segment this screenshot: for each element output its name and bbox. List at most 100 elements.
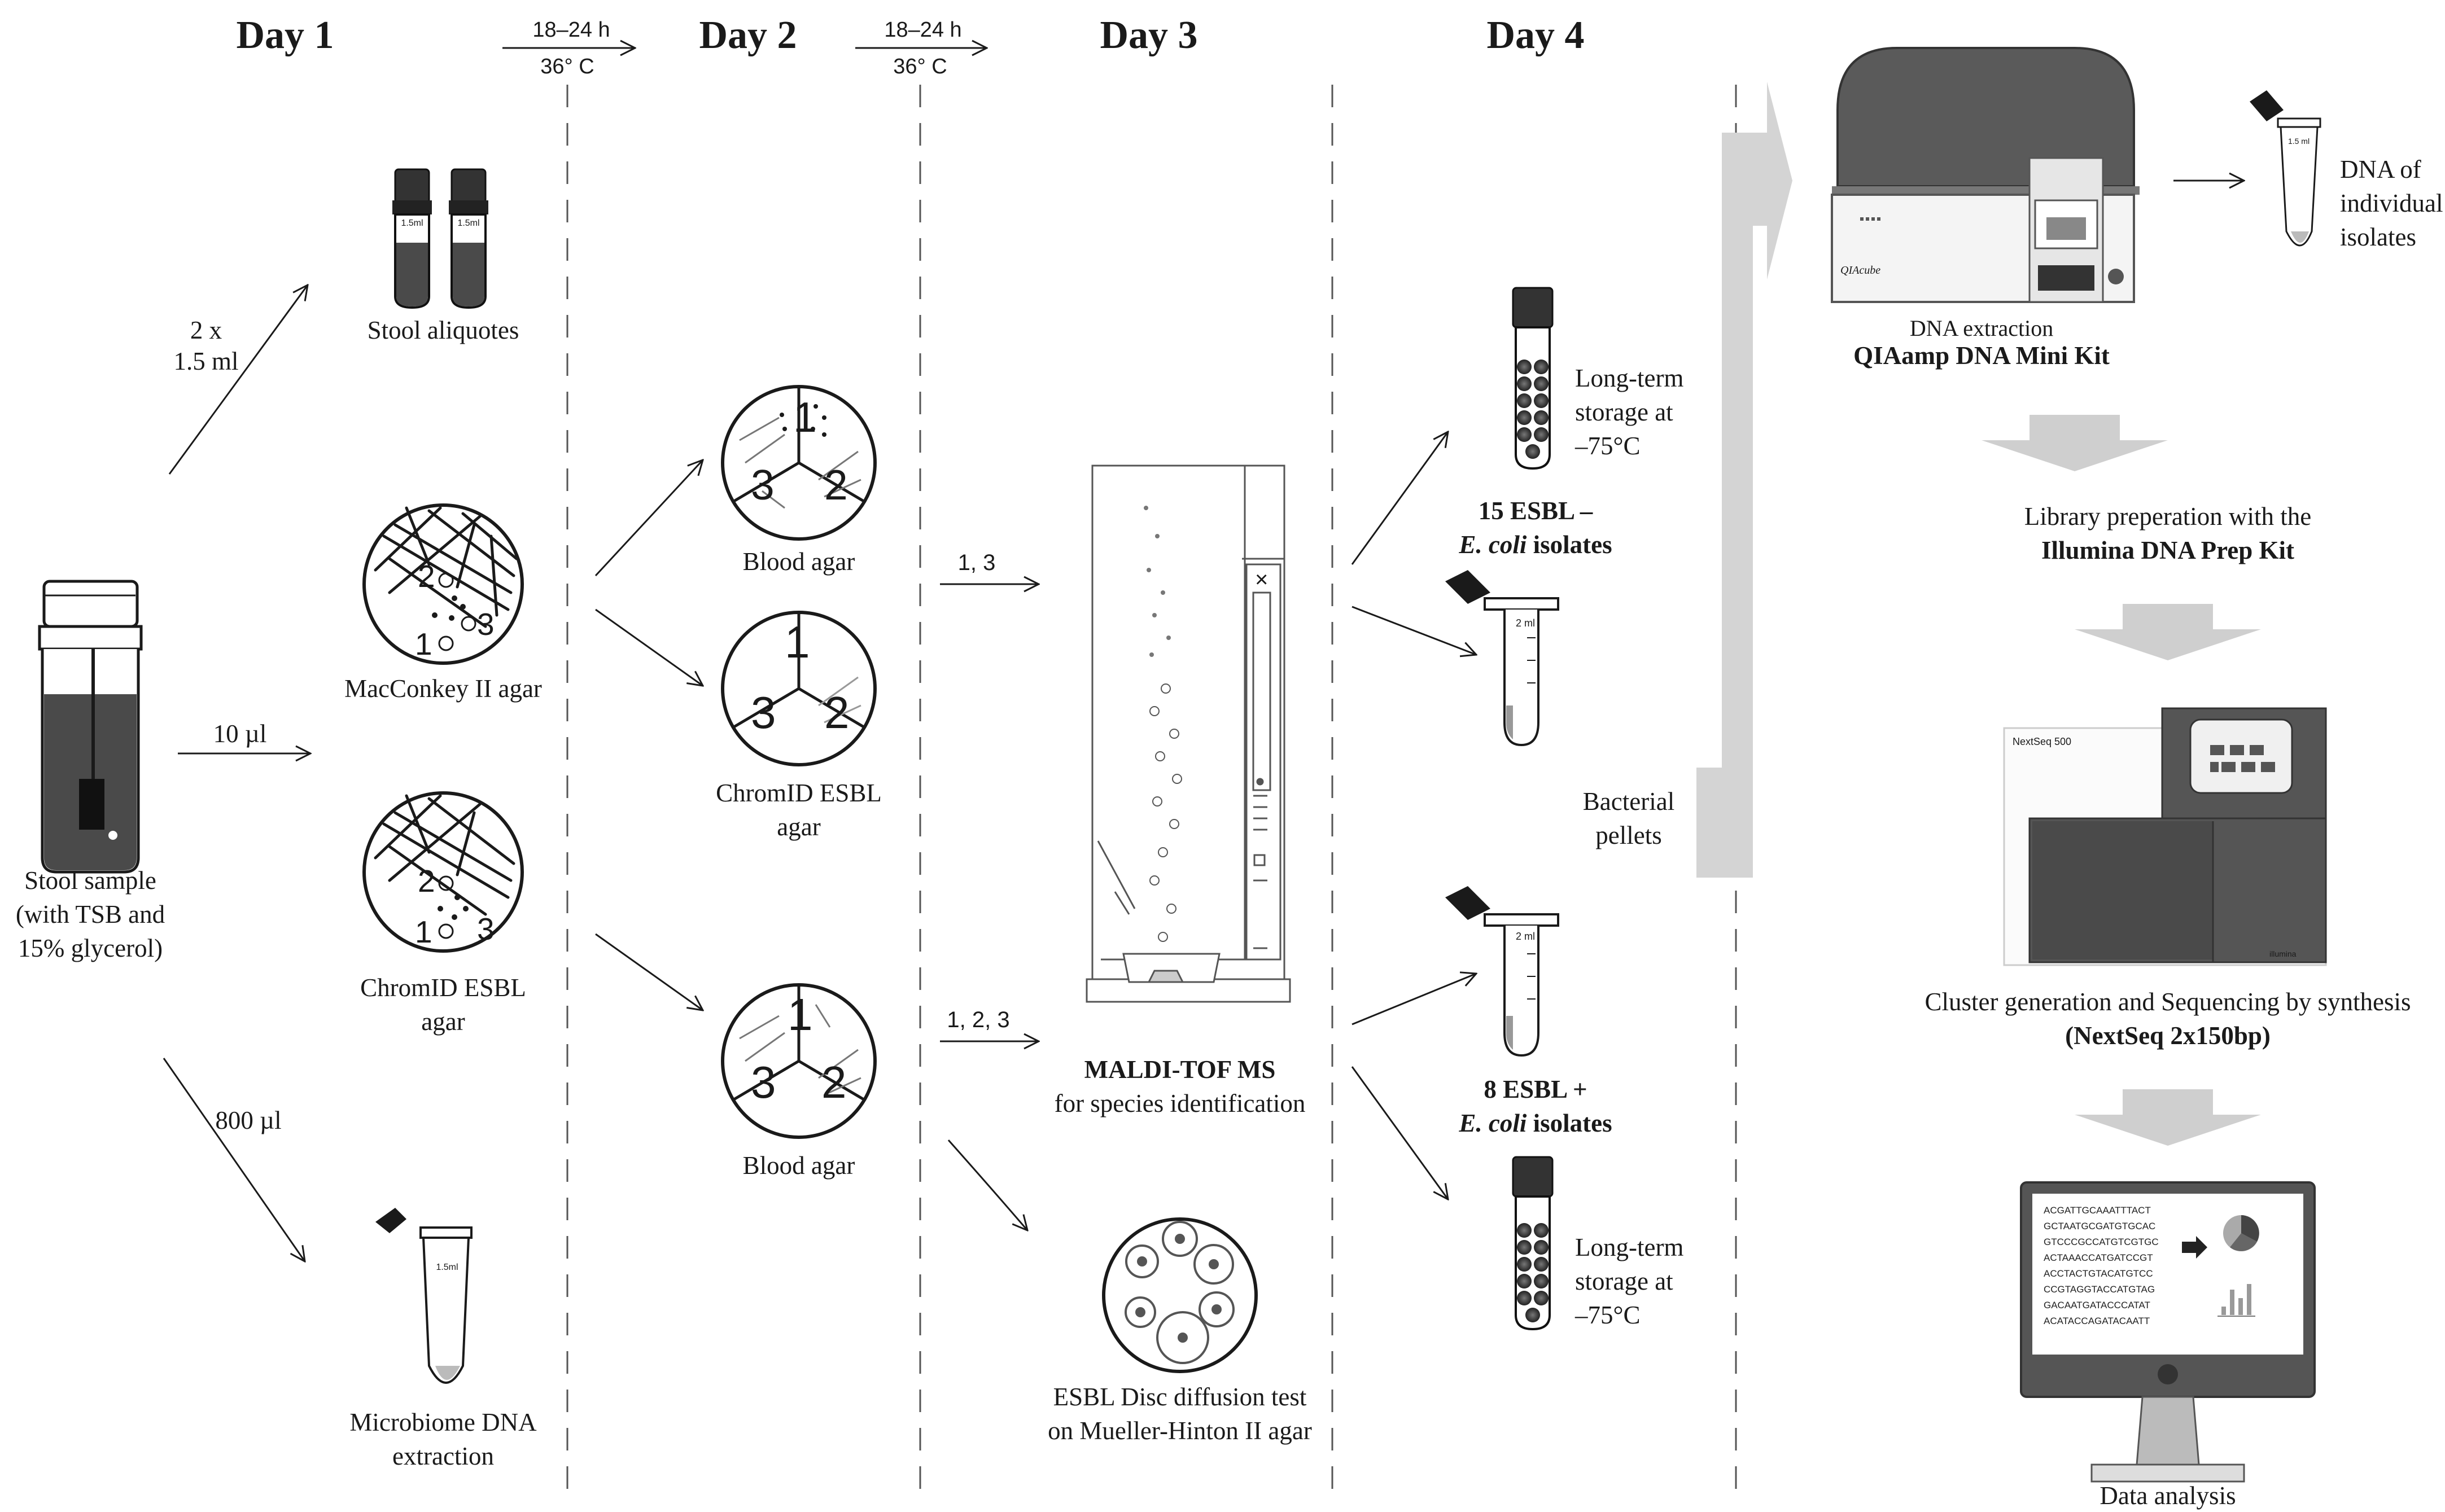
day2-heading: Day 2 <box>699 14 797 57</box>
stool-sample-label-3: 15% glycerol) <box>18 934 163 962</box>
pellet-tube-bottom: 2 ml <box>1445 886 1559 1057</box>
esbl-negative-organism: E. coli isolates <box>1458 531 1612 559</box>
chromid1-mark-2: 2 <box>418 864 435 899</box>
storage-top-label-2: storage at <box>1575 398 1673 426</box>
computer-monitor: ACGATTGCAAATTTACT GCTAATGCGATGTGCAC GTCC… <box>2020 1181 2316 1483</box>
chromid1-mark-1: 1 <box>415 914 432 949</box>
pellets-label-1: Bacterial <box>1583 787 1674 816</box>
blood-agar-1-label: Blood agar <box>743 547 855 576</box>
stool-aliquots-label: Stool aliquotes <box>368 316 519 344</box>
day3-arrows <box>940 584 1039 1230</box>
maldi-title: MALDI-TOF MS <box>1084 1055 1276 1084</box>
arrow-to-pellet-top <box>1351 606 1476 655</box>
esbl-positive-organism: E. coli isolates <box>1458 1109 1612 1137</box>
chromid-plate-day2: 1 3 2 <box>721 611 877 766</box>
esbl-negative-suffix: isolates <box>1527 531 1612 559</box>
dna-tube: 1.5 ml <box>2250 90 2321 247</box>
chromid-day2-label-2: agar <box>777 813 820 841</box>
svg-text:×: × <box>1255 567 1268 592</box>
dna-label-1: DNA of <box>2340 155 2421 183</box>
macconkey-plate: 2 1 3 <box>362 503 524 665</box>
seq-line-2: GCTAATGCGATGTGCAC <box>2044 1221 2155 1231</box>
volume-aliquot-2: 1.5 ml <box>173 347 238 375</box>
dna-extraction-label: DNA extraction <box>1910 315 2053 341</box>
arrow-to-disc <box>947 1140 1027 1230</box>
stool-sample-label-2: (with TSB and <box>16 900 165 928</box>
esbl-negative-species: E. coli <box>1458 531 1527 559</box>
volume-plating: 10 µl <box>213 720 267 748</box>
arrow-to-blood-agar-1 <box>594 460 703 577</box>
incubation-2-temp: 36° C <box>893 55 947 78</box>
nextseq-sequencer: NextSeq 500 illumina <box>2003 707 2327 966</box>
flow-arrow-1 <box>1982 415 2168 471</box>
nextseq-brand: NextSeq 500 <box>2013 736 2071 747</box>
blood1-sector-3: 3 <box>751 461 775 509</box>
storage-bottom-label-2: storage at <box>1575 1267 1673 1295</box>
blood-agar-plate-2: 1 3 2 <box>721 983 877 1139</box>
storage-bottom-label-1: Long-term <box>1575 1233 1683 1261</box>
qiacube-brand: QIAcube <box>1840 264 1880 277</box>
chromid2-sector-3: 3 <box>751 687 776 738</box>
flow-arrow-3 <box>2075 1089 2261 1146</box>
disc-test-label-2: on Mueller-Hinton II agar <box>1048 1417 1312 1445</box>
dna-extraction-kit: QIAamp DNA Mini Kit <box>1853 341 2110 370</box>
volume-dna: 800 µl <box>215 1106 281 1134</box>
incubation-1-temp: 36° C <box>540 55 594 78</box>
arrow-to-pellet-bottom <box>1351 974 1476 1025</box>
blood2-sector-1: 1 <box>788 989 813 1040</box>
dna-tube-marking: 1.5 ml <box>2288 137 2310 146</box>
seq-line-8: ACATACCAGATACAATT <box>2044 1316 2150 1326</box>
blood1-sector-2: 2 <box>824 461 848 509</box>
chromid-day1-label-2: agar <box>421 1007 465 1036</box>
arrow-label-1-3: 1, 3 <box>958 550 996 575</box>
arrow-to-blood-agar-2 <box>595 933 703 1010</box>
macconkey-label: MacConkey II agar <box>344 674 542 703</box>
library-kit: Illumina DNA Prep Kit <box>2041 536 2294 564</box>
incubation-2: 18–24 h 36° C <box>855 18 987 78</box>
blood-agar-2-label: Blood agar <box>743 1151 855 1180</box>
arrow-label-1-2-3: 1, 2, 3 <box>947 1007 1009 1032</box>
analysis-arrow-icon <box>2182 1236 2207 1259</box>
chromid-plate-day1: 2 1 3 <box>362 791 524 953</box>
storage-top-label-1: Long-term <box>1575 364 1683 392</box>
arrow-to-chromid-day2 <box>595 608 703 686</box>
blood1-sector-1: 1 <box>793 393 817 441</box>
pellet-top-marking: 2 ml <box>1516 617 1535 629</box>
blood2-sector-2: 2 <box>821 1057 847 1107</box>
seq-line-5: ACCTACTGTACATGTCC <box>2044 1268 2153 1279</box>
microbiome-tube-marking: 1.5ml <box>436 1263 458 1272</box>
aliquot-1-marking: 1.5ml <box>401 218 423 228</box>
day4-heading: Day 4 <box>1486 14 1584 57</box>
incubation-2-time: 18–24 h <box>884 18 961 42</box>
qiacube-instrument: QIAcube <box>1831 47 2140 303</box>
seq-line-4: ACTAAACCATGATCCGT <box>2044 1252 2153 1263</box>
macconkey-mark-1: 1 <box>415 626 432 661</box>
day1-heading: Day 1 <box>236 14 334 57</box>
blood-agar-plate-1: 1 3 2 <box>721 385 877 541</box>
storage-bottom-label-3: –75°C <box>1574 1301 1641 1329</box>
pellets-label-2: pellets <box>1595 821 1661 849</box>
chromid-day2-label-1: ChromID ESBL <box>716 779 882 807</box>
day4-arrows <box>1351 432 1476 1199</box>
chromid1-mark-3: 3 <box>477 911 495 946</box>
seq-line-7: GACAATGATACCCATAT <box>2044 1300 2150 1311</box>
arrow-to-storage-bottom <box>1351 1066 1448 1199</box>
macconkey-mark-3: 3 <box>477 607 495 642</box>
arrow-to-storage-top <box>1351 432 1448 565</box>
day2-arrows <box>594 460 703 1010</box>
sequencing-kit: (NextSeq 2x150bp) <box>2065 1022 2271 1050</box>
seq-line-6: CCGTAGGTACCATGTAG <box>2044 1284 2155 1295</box>
incubation-1-time: 18–24 h <box>532 18 610 42</box>
day3-heading: Day 3 <box>1100 14 1197 57</box>
aliquot-2-marking: 1.5ml <box>457 218 479 228</box>
day1-arrows <box>163 285 310 1261</box>
data-analysis-label: Data analysis <box>2100 1482 2236 1510</box>
esbl-positive-species: E. coli <box>1458 1109 1527 1137</box>
storage-tube-top <box>1512 287 1554 470</box>
dna-sequence-text: ACGATTGCAAATTTACT GCTAATGCGATGTGCAC GTCC… <box>2044 1205 2159 1326</box>
disc-test-label-1: ESBL Disc diffusion test <box>1053 1383 1307 1411</box>
volume-aliquot-1: 2 x <box>190 316 222 344</box>
arrow-to-microbiome <box>163 1058 305 1261</box>
esbl-positive-suffix: isolates <box>1527 1109 1612 1137</box>
